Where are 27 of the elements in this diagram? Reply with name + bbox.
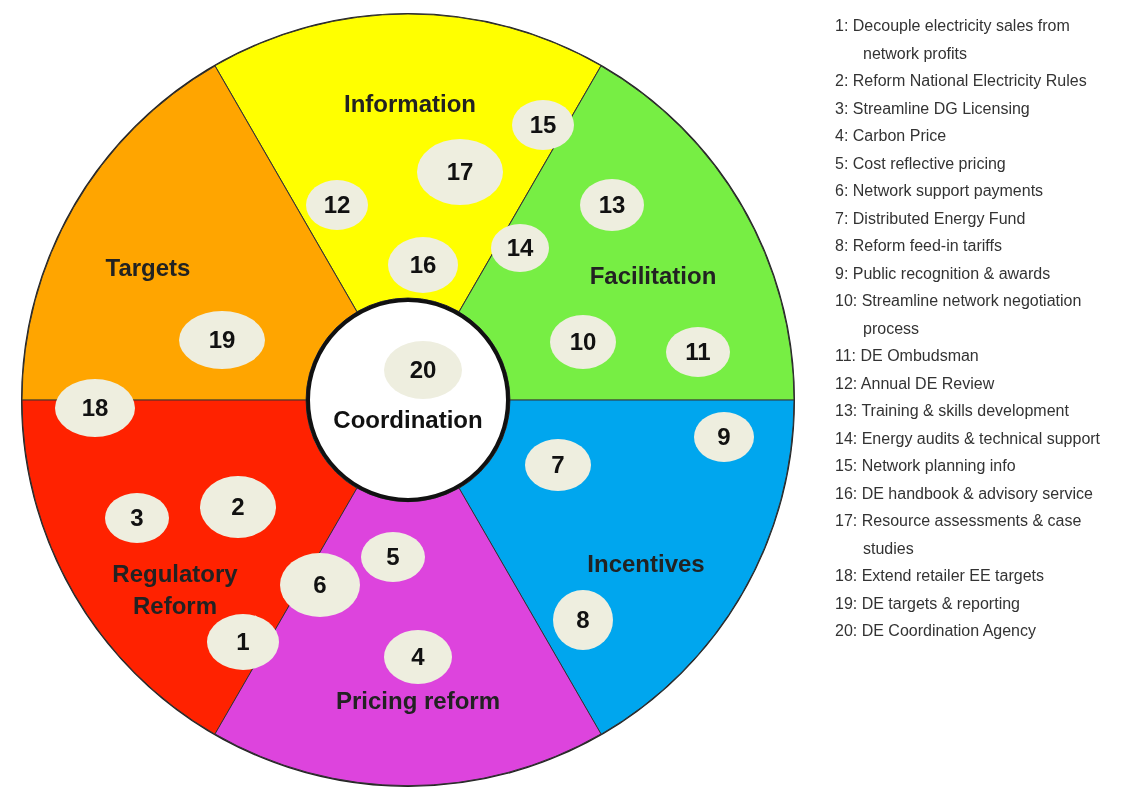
sector-label: Targets [104,253,192,283]
key-entry: 8: Reform feed-in tariffs [835,236,1003,256]
key-entry: 19: DE targets & reporting [835,593,1021,614]
sector-label: Incentives [586,549,706,579]
key-entry: 20: DE Coordination Agency [835,621,1037,641]
key-entry: 3: Streamline DG Licensing [835,98,1031,119]
key-entry: 17: Resource assessments & case studies [835,511,1083,559]
hub-label: Coordination [332,405,484,435]
key-entry: 12: Annual DE Review [835,373,996,394]
key-entry: 5: Cost reflective pricing [835,153,1007,174]
sector-label: Information [343,89,477,119]
sector-label: Facilitation [588,261,718,291]
number-ellipse: 20 [384,341,462,399]
sector-label: Pricing reform [334,686,501,716]
key-entry: 7: Distributed Energy Fund [835,208,1027,229]
key-entry: 11: DE Ombudsman [835,346,980,366]
key-entry: 2: Reform National Electricity Rules [835,71,1088,91]
key-entry: 13: Training & skills development [835,401,1070,421]
key-entry: 9: Public recognition & awards [835,263,1052,284]
key-entry: 16: DE handbook & advisory service [835,483,1094,504]
key-entry: 10: Streamline network negotiation process [835,291,1083,339]
key-entry: 14: Energy audits & technical support [835,428,1102,449]
key-entry: 15: Network planning info [835,456,1017,476]
key-entry: 18: Extend retailer EE targets [835,566,1045,586]
key-entry: 1: Decouple electricity sales from network profits [835,16,1071,64]
key-entry: 4: Carbon Price [835,126,948,146]
key-entry: 6: Network support payments [835,181,1045,201]
